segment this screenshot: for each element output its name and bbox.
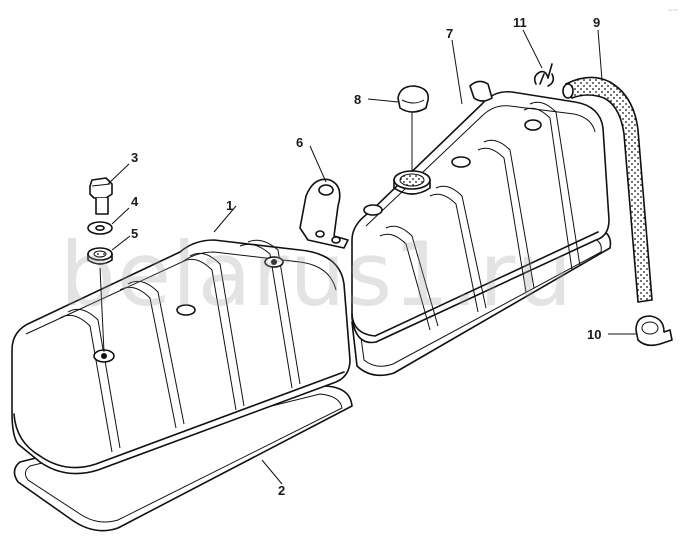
callout-9: 9 bbox=[593, 15, 600, 30]
callout-1: 1 bbox=[226, 198, 233, 213]
leader-lines bbox=[107, 29, 636, 485]
valve-cover-front bbox=[11, 239, 351, 475]
lifting-bracket bbox=[299, 178, 349, 249]
hose-clamp bbox=[635, 315, 673, 347]
callout-2: 2 bbox=[278, 483, 285, 498]
callout-4: 4 bbox=[131, 194, 139, 209]
callout-8: 8 bbox=[354, 92, 361, 107]
callout-5: 5 bbox=[131, 226, 138, 241]
callout-10: 10 bbox=[587, 327, 601, 342]
callout-labels: 1 2 3 4 5 6 7 8 9 10 11 bbox=[131, 15, 601, 498]
callout-3: 3 bbox=[131, 150, 138, 165]
valve-cover-rear bbox=[351, 80, 610, 344]
watermark-text: belarus1.ru bbox=[60, 223, 573, 326]
spring-clip bbox=[533, 63, 555, 87]
bolt-assembly bbox=[87, 177, 113, 353]
callout-11: 11 bbox=[513, 15, 527, 30]
callout-7: 7 bbox=[446, 26, 453, 41]
gasket-front bbox=[13, 385, 353, 532]
filler-cap bbox=[397, 85, 430, 172]
corner-mark: ~~ bbox=[668, 7, 678, 14]
callout-6: 6 bbox=[296, 135, 303, 150]
